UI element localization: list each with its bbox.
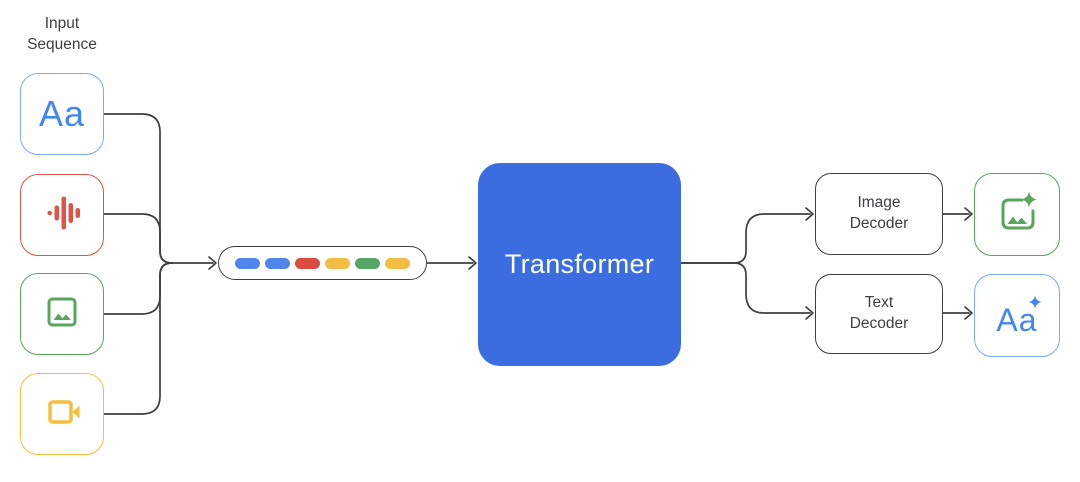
image-input-tile bbox=[20, 273, 104, 355]
sparkle-icon bbox=[1028, 282, 1042, 314]
text-input-tile: Aa bbox=[20, 73, 104, 155]
image-icon bbox=[40, 290, 84, 339]
generated-text-glyph: Aa bbox=[996, 295, 1042, 338]
transformer-label: Transformer bbox=[504, 249, 655, 279]
sparkle-icon bbox=[1021, 191, 1037, 208]
token bbox=[355, 257, 380, 269]
arrowhead bbox=[964, 207, 973, 221]
token bbox=[265, 257, 290, 269]
connector-video-input bbox=[103, 262, 173, 415]
text-aa-glyph: Aa bbox=[38, 93, 86, 134]
arrowhead bbox=[468, 256, 477, 270]
token bbox=[235, 257, 260, 269]
arrowhead bbox=[805, 306, 814, 320]
audio-input-tile bbox=[20, 174, 104, 256]
generated-image-output-tile bbox=[974, 173, 1060, 256]
token-strip bbox=[218, 246, 427, 280]
token bbox=[385, 257, 410, 269]
token bbox=[295, 257, 320, 269]
arrowhead bbox=[208, 256, 217, 270]
arrow-to-text-decoder bbox=[680, 262, 811, 314]
generated-image-icon bbox=[994, 189, 1040, 240]
connector-image-input bbox=[103, 262, 173, 315]
arrowhead bbox=[805, 207, 814, 221]
video-input-tile bbox=[20, 373, 104, 455]
text-decoder-box: Text Decoder bbox=[815, 274, 943, 354]
connector-audio-input bbox=[103, 213, 173, 264]
image-decoder-label: Image Decoder bbox=[849, 194, 909, 232]
arrow-to-image-decoder bbox=[680, 213, 811, 264]
image-decoder-box: Image Decoder bbox=[815, 173, 943, 255]
audio-waveform-icon bbox=[40, 191, 84, 240]
token bbox=[325, 257, 350, 269]
output-aa-glyph: Aa bbox=[996, 301, 1038, 338]
text-decoder-label: Text Decoder bbox=[849, 294, 909, 332]
generated-text-output-tile: Aa bbox=[974, 274, 1060, 357]
connector-text-input bbox=[103, 113, 173, 264]
arrowhead bbox=[964, 306, 973, 320]
video-camera-icon bbox=[40, 390, 84, 439]
input-sequence-label: Input Sequence bbox=[27, 15, 97, 54]
transformer-block: Transformer bbox=[478, 163, 681, 366]
